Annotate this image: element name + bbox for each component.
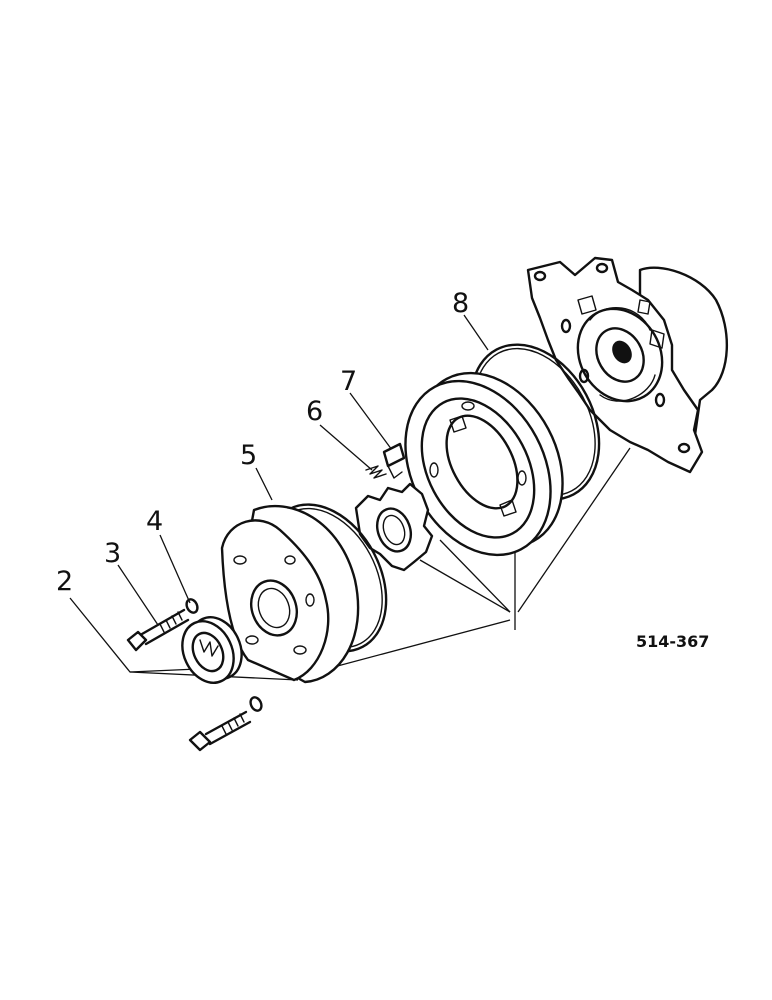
callout-4: 4 [146, 506, 163, 537]
leader-7 [349, 392, 393, 451]
spring-and-vane [365, 442, 406, 479]
leader-conv-c [419, 559, 511, 613]
callout-6: 6 [306, 396, 323, 427]
screw-lower [188, 710, 252, 752]
drawing-number: 514-367 [636, 632, 709, 651]
washer-lower [249, 696, 263, 712]
shaft-seal [181, 616, 243, 684]
leader-4 [159, 534, 191, 604]
callout-7: 7 [340, 366, 357, 397]
callout-5: 5 [240, 440, 257, 471]
spring-6 [365, 465, 387, 479]
callout-2: 2 [56, 566, 73, 597]
screw-upper [126, 608, 190, 652]
cam-ring [404, 371, 564, 557]
washers [185, 598, 263, 712]
leader-lines [69, 314, 631, 681]
leader-conv-b [439, 539, 511, 613]
callout-8: 8 [452, 288, 469, 319]
washer-upper [185, 598, 199, 614]
leader-3 [117, 564, 159, 626]
leader-conv-e [517, 447, 631, 613]
vane-7 [382, 442, 406, 468]
cap-screws [126, 608, 252, 752]
leader-5 [255, 467, 273, 501]
rotor [354, 482, 434, 572]
leader-6 [319, 424, 373, 471]
leader-8 [463, 314, 489, 351]
front-cover [220, 505, 360, 684]
callout-labels: 2 3 4 5 6 7 8 [56, 288, 469, 597]
callout-3: 3 [104, 538, 121, 569]
leader-conv-a [329, 619, 511, 669]
pump-housing [526, 256, 729, 474]
